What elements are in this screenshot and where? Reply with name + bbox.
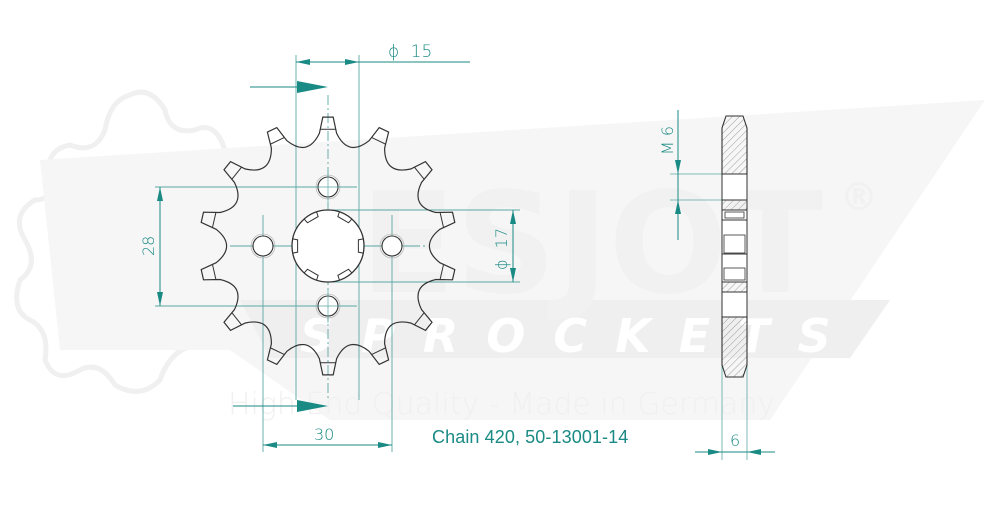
sprocket-front-view <box>155 55 520 452</box>
bore-diameter-label: ϕ 15 <box>388 42 432 62</box>
part-caption: Chain 420, 50-13001-14 <box>432 427 629 447</box>
sprocket-side-view <box>670 115 748 460</box>
dimensions <box>157 59 516 448</box>
hub-diameter-label: ϕ 17 <box>492 228 511 270</box>
watermark-subtitle: SPROCKETS <box>300 309 859 363</box>
bolt-spacing-vertical-label: 28 <box>139 236 158 256</box>
sprocket-outline <box>200 116 456 376</box>
svg-text:®: ® <box>840 175 878 219</box>
thickness-label: 6 <box>730 431 740 450</box>
bore-circle <box>291 209 365 283</box>
bolt-spacing-horizontal-label: 30 <box>314 425 334 444</box>
bolt-thread-label: M 6 <box>658 126 677 155</box>
